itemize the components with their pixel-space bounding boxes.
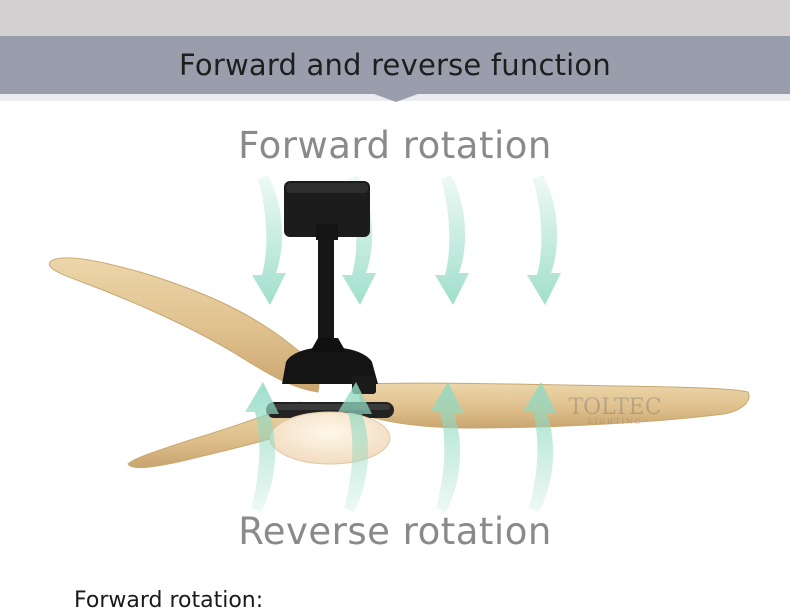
brand-watermark: TOLTEC LIGHTING [568,395,661,426]
section-title: Forward and reverse function [179,48,611,82]
reverse-rotation-label: Reverse rotation [238,510,552,553]
forward-rotation-label: Forward rotation [238,124,552,167]
forward-rotation-caption: Forward rotation: [74,588,264,610]
airflow-down-arrow-icon [252,175,286,305]
airflow-down-arrow-icon [527,175,561,305]
fan-blades [48,257,750,469]
fan-light-kit [269,411,391,465]
fan-blade-left [48,257,320,393]
watermark-sub: LIGHTING [588,418,642,426]
title-band: Forward and reverse function [0,36,790,94]
airflow-down-arrow-icon [435,175,469,305]
top-strip [0,0,790,36]
title-band-pointer [374,94,418,102]
airflow-up-arrow-icon [245,382,279,512]
fan-downrod [318,238,334,340]
fan-canopy [284,181,370,240]
fan-blade-right [359,382,750,429]
watermark-brand: TOLTEC [568,395,661,420]
